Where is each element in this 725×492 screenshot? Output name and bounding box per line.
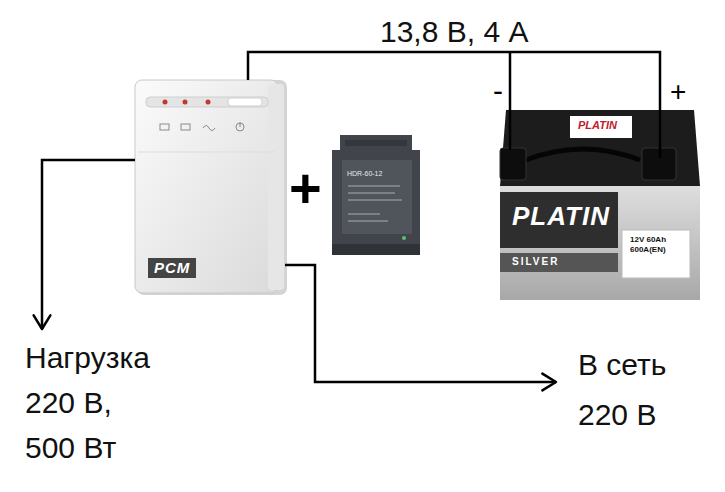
wire-connector [34,160,135,329]
battery: PLATIN SILVER 12V 60Ah 600A(EN) [500,158,700,300]
ups-led-strip [146,97,268,107]
brand-text: PLATIN [578,120,617,131]
ups-illustration [135,80,287,295]
negative-wire [509,52,512,150]
ups-seam [138,152,276,153]
ups-unit: PCM [135,80,285,295]
psu-print [348,193,395,194]
brand-logo: PCM [148,258,196,278]
psu-body [332,135,420,255]
led [206,100,211,105]
battery-brand-band [500,192,618,248]
sine-icon [203,126,215,131]
wire-connector [248,52,660,158]
spec-text: 12V 60Ah 600A(EN) [630,235,678,254]
wire-line [285,265,556,382]
plus-sign: + [289,160,322,216]
arrow-head [542,374,556,391]
negative-terminal [500,148,526,180]
psu-label [342,160,412,234]
battery-illustration [500,52,700,300]
battery-front [500,186,700,300]
node-text: В сеть 220 В [578,340,703,440]
series-name: SILVER [512,256,559,268]
ups-button [228,98,262,106]
psu-print [348,200,402,201]
arrow-head [34,315,51,329]
led [163,100,168,105]
wire-line [42,160,135,329]
model-text: HDR-60-12 [347,170,382,177]
psu-terminals [345,140,407,146]
load-terminal: Нагрузка 220 В, 500 Вт [25,335,165,472]
psu-print [348,221,388,222]
terminal-sign: - [493,76,503,106]
wire-connector [285,265,556,390]
led [183,100,188,105]
battery-icon [181,124,190,130]
battery-icon [160,124,169,130]
ups-side [268,84,284,290]
battery-top-sticker [570,116,632,138]
terminal-sign: + [670,78,686,106]
power-icon [236,123,244,131]
power-icon [240,122,241,127]
wire-label: 13,8 В, 4 А [380,15,528,48]
power-supply-illustration [332,135,420,255]
battery-series-band [500,253,618,272]
mains-terminal: В сеть 220 В [578,340,703,442]
ups-body [135,80,278,293]
psu-print [348,214,380,215]
battery-spec-sticker [622,230,690,278]
node-text: Нагрузка 220 В, 500 Вт [25,335,165,470]
brand-name: PLATIN [512,202,610,231]
wire-line [248,52,660,158]
battery-handle [526,149,640,160]
psu-clip [332,244,420,255]
psu-led [402,236,406,240]
battery-lid [500,110,700,186]
psu-print [348,186,400,187]
